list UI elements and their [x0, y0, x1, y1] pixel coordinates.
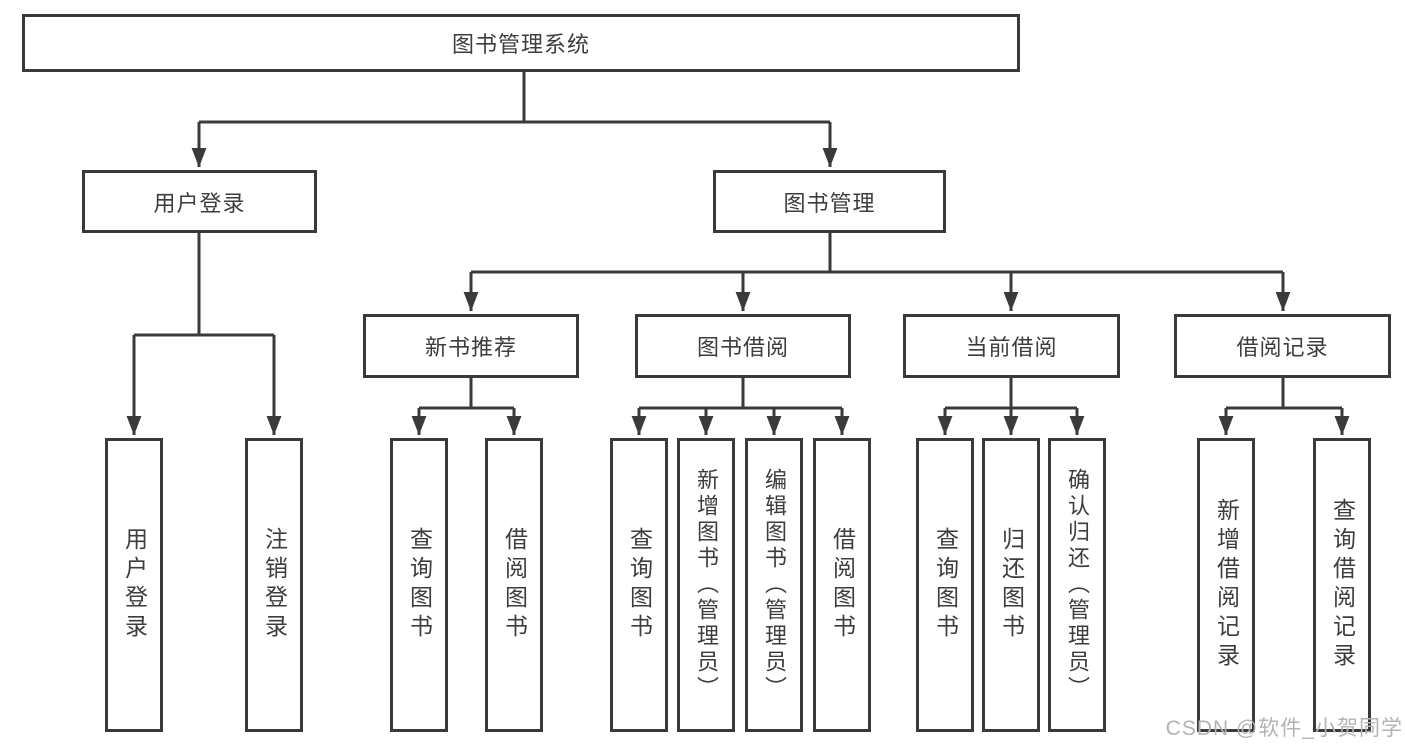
node-root-system: 图书管理系统 [22, 14, 1020, 72]
leaf-add-book-admin: 新增图书（管理员） [677, 438, 735, 732]
leaf-query-books-current: 查询图书 [916, 438, 974, 732]
leaf-return-book: 归还图书 [982, 438, 1040, 732]
leaf-query-books-borrowing: 查询图书 [610, 438, 668, 732]
leaf-query-borrow-record: 查询借阅记录 [1313, 438, 1371, 732]
node-book-management: 图书管理 [713, 170, 946, 233]
node-new-book-recommend: 新书推荐 [363, 314, 579, 378]
leaf-add-borrow-record: 新增借阅记录 [1197, 438, 1255, 732]
node-borrowing-records: 借阅记录 [1174, 314, 1391, 378]
leaf-edit-book-admin: 编辑图书（管理员） [745, 438, 803, 732]
leaf-borrow-book-borrowing: 借阅图书 [813, 438, 871, 732]
node-user-login: 用户登录 [82, 170, 317, 233]
leaf-logout: 注销登录 [245, 438, 303, 732]
node-current-borrowing: 当前借阅 [903, 314, 1120, 378]
leaf-borrow-books-recommend: 借阅图书 [485, 438, 543, 732]
csdn-watermark: CSDN @软件_小贺同学 [1165, 717, 1403, 740]
node-book-borrowing: 图书借阅 [635, 314, 851, 378]
leaf-user-login: 用户登录 [105, 438, 163, 732]
leaf-confirm-return-admin: 确认归还（管理员） [1048, 438, 1106, 732]
leaf-query-books-recommend: 查询图书 [390, 438, 448, 732]
